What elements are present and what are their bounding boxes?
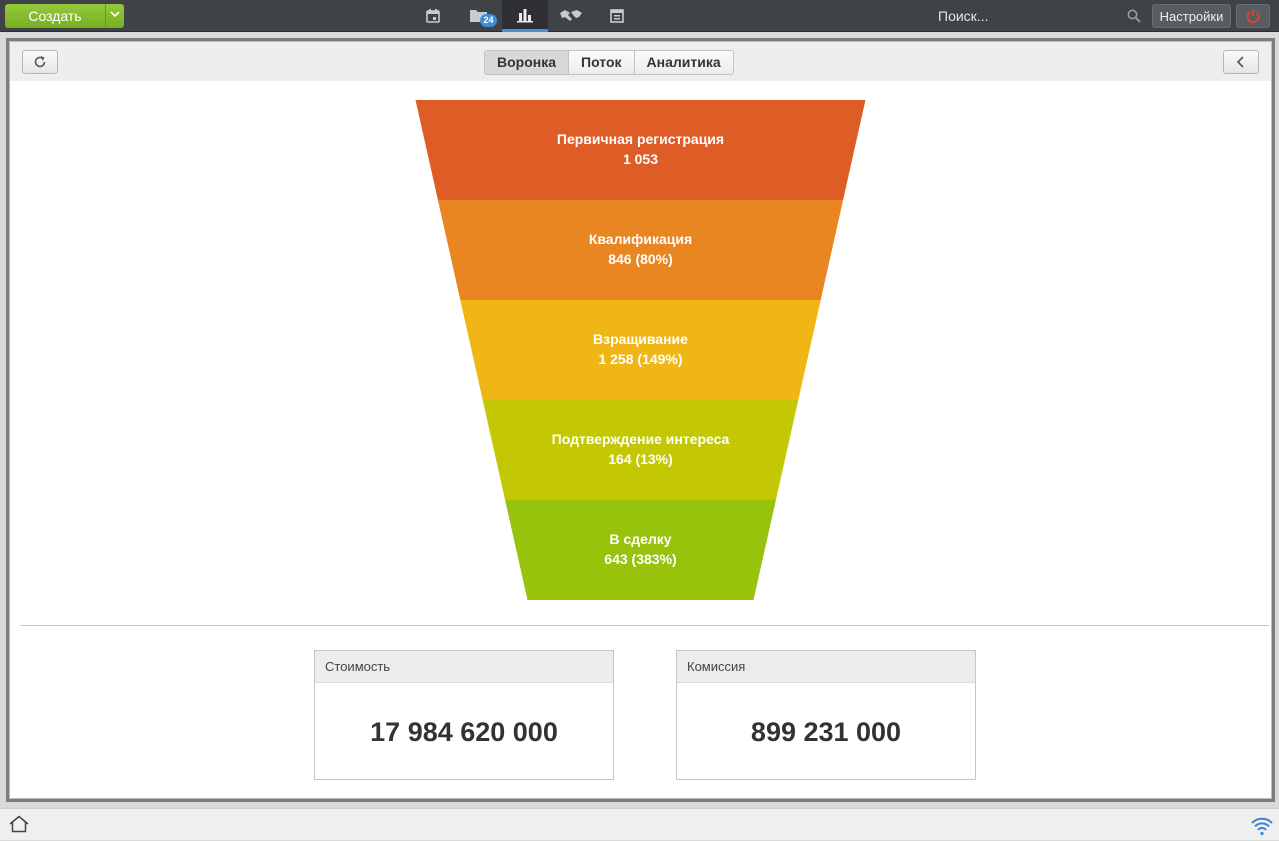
- tab-flow[interactable]: Поток: [569, 51, 635, 74]
- funnel-segment[interactable]: [437, 200, 844, 300]
- cost-card: Стоимость 17 984 620 000: [314, 650, 614, 780]
- handshake-icon: [560, 10, 582, 21]
- nav-calendar[interactable]: [410, 0, 456, 32]
- bar-chart-icon: [517, 8, 533, 22]
- funnel-segment[interactable]: [505, 500, 776, 600]
- funnel-stage-value: 846 (80%): [608, 251, 673, 267]
- wifi-icon: [1250, 816, 1274, 841]
- funnel-segment-label: В сделку 643 (383%): [491, 529, 791, 569]
- nav-analytics[interactable]: [502, 0, 548, 32]
- funnel-stage-value: 1 258 (149%): [598, 351, 683, 367]
- nav-documents[interactable]: [594, 0, 640, 32]
- funnel-segment-label: Первичная регистрация 1 053: [491, 129, 791, 169]
- document-icon: [610, 9, 624, 23]
- funnel-segment[interactable]: [482, 400, 799, 500]
- funnel-segment-label: Подтверждение интереса 164 (13%): [491, 429, 791, 469]
- nav-deals[interactable]: [548, 0, 594, 32]
- chevron-left-icon: [1236, 56, 1244, 68]
- commission-card-title: Комиссия: [677, 651, 975, 683]
- cost-card-value: 17 984 620 000: [370, 717, 558, 747]
- create-button[interactable]: Создать: [5, 4, 106, 28]
- window-toolbar: Воронка Поток Аналитика: [10, 42, 1271, 81]
- funnel-segment[interactable]: [460, 300, 821, 400]
- funnel-segment-label: Взращивание 1 258 (149%): [491, 329, 791, 369]
- settings-button[interactable]: Настройки: [1152, 4, 1231, 28]
- funnel-segment-label: Квалификация 846 (80%): [491, 229, 791, 269]
- folder-badge: 24: [480, 14, 497, 27]
- funnel-stage-value: 164 (13%): [608, 451, 673, 467]
- logout-button[interactable]: [1236, 4, 1270, 28]
- funnel-chart: [415, 100, 866, 600]
- create-button-group: Создать: [5, 4, 124, 28]
- refresh-button[interactable]: [22, 50, 58, 74]
- home-icon[interactable]: [8, 815, 30, 838]
- window-frame: Воронка Поток Аналитика Первичная регист…: [6, 38, 1275, 802]
- main-nav: 24: [410, 0, 640, 32]
- funnel-stage-value: 1 053: [622, 151, 659, 167]
- funnel-stage-name: В сделку: [609, 531, 672, 547]
- section-divider: [20, 625, 1269, 626]
- funnel-stage-name: Квалификация: [588, 231, 693, 247]
- analytics-window: Воронка Поток Аналитика Первичная регист…: [9, 41, 1272, 799]
- tab-funnel[interactable]: Воронка: [485, 51, 570, 74]
- funnel-segment[interactable]: [415, 100, 866, 200]
- funnel-stage-name: Первичная регистрация: [556, 131, 725, 147]
- refresh-icon: [34, 56, 46, 68]
- chevron-down-icon: [110, 11, 120, 18]
- commission-card: Комиссия 899 231 000: [676, 650, 976, 780]
- funnel-stage-name: Взращивание: [593, 331, 688, 347]
- power-icon: [1246, 9, 1260, 24]
- create-dropdown-button[interactable]: [106, 4, 124, 28]
- funnel-stage-name: Подтверждение интереса: [551, 431, 730, 447]
- bottom-bar: [0, 808, 1279, 840]
- view-tabs: Воронка Поток Аналитика: [484, 50, 734, 75]
- calendar-icon: [426, 9, 440, 23]
- back-button[interactable]: [1223, 50, 1259, 74]
- search-input[interactable]: Поиск...: [938, 8, 989, 24]
- funnel-stage-value: 643 (383%): [604, 551, 677, 567]
- nav-folder[interactable]: 24: [456, 0, 502, 32]
- search-icon[interactable]: [1127, 9, 1141, 28]
- commission-card-value: 899 231 000: [750, 717, 902, 747]
- top-bar: Создать 24: [0, 0, 1279, 32]
- tab-analytics[interactable]: Аналитика: [634, 51, 733, 74]
- cost-card-title: Стоимость: [315, 651, 613, 683]
